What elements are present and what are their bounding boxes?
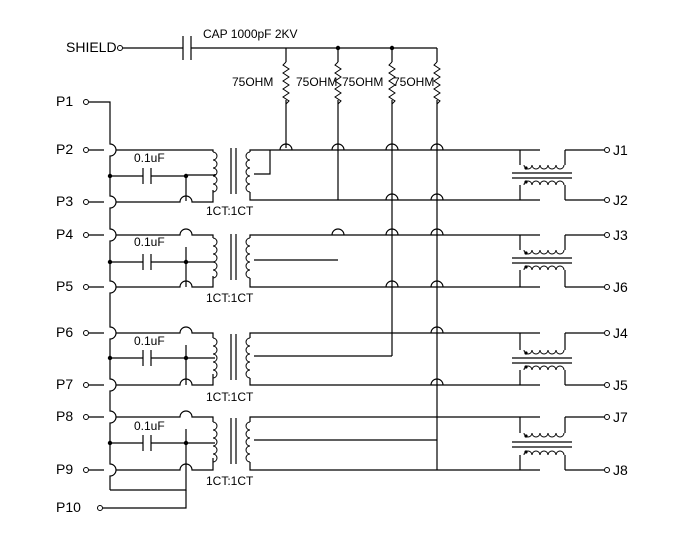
resistor-label-1: 75OHM [232, 75, 273, 89]
cap-label-2: 0.1uF [134, 235, 165, 249]
pin-label-j4: J4 [613, 325, 628, 341]
resistor-bank: 75OHM 75OHM 75OHM 75OHM [232, 48, 441, 470]
shield-section: SHIELD CAP 1000pF 2KV [66, 27, 437, 60]
pin-label-j5: J5 [613, 377, 628, 393]
resistor-4 [433, 61, 441, 105]
pin-label-j6: J6 [613, 279, 628, 295]
transformer-label-1: 1CT:1CT [206, 204, 254, 218]
pin-label-j2: J2 [613, 192, 628, 208]
pin-label-p8: P8 [56, 408, 73, 424]
right-pins: J1 J2 J3 J6 J4 J5 J7 J8 [604, 142, 628, 478]
output-chokes [512, 149, 604, 471]
transformer-label-3: 1CT:1CT [206, 390, 254, 404]
transformer-4: 1CT:1CT [206, 416, 540, 488]
pin-label-p7: P7 [56, 376, 73, 392]
left-pins: P1 P2 P3 P4 P5 P6 P7 P8 P9 P10 [56, 93, 103, 515]
transformer-3: 1CT:1CT [206, 332, 540, 404]
cap-label-1: 0.1uF [134, 151, 165, 165]
pin-label-j7: J7 [613, 409, 628, 425]
pin-label-p2: P2 [56, 141, 73, 157]
shield-capacitor-symbol [182, 36, 192, 60]
pin-label-p1: P1 [56, 93, 73, 109]
pin-label-j1: J1 [613, 142, 628, 158]
pin-label-p6: P6 [56, 324, 73, 340]
shield-cap-label: CAP 1000pF 2KV [203, 27, 298, 41]
resistor-2 [334, 61, 342, 105]
shield-label: SHIELD [66, 39, 117, 55]
resistor-3 [388, 61, 396, 105]
pin-label-p4: P4 [56, 226, 73, 242]
shield-terminal [117, 45, 123, 51]
pin-label-p10: P10 [56, 499, 81, 515]
pin-label-p5: P5 [56, 278, 73, 294]
pin-label-j8: J8 [613, 462, 628, 478]
pin-label-j3: J3 [613, 227, 628, 243]
cap-label-3: 0.1uF [134, 334, 165, 348]
resistor-label-3: 75OHM [342, 75, 383, 89]
cap-label-4: 0.1uF [134, 419, 165, 433]
pin-label-p3: P3 [56, 193, 73, 209]
transformer-1: 1CT:1CT [206, 148, 540, 218]
resistor-label-4: 75OHM [393, 75, 434, 89]
pin-label-p9: P9 [56, 461, 73, 477]
transformer-label-2: 1CT:1CT [206, 291, 254, 305]
resistor-1 [282, 61, 290, 105]
resistor-label-2: 75OHM [296, 75, 337, 89]
capacitor-rows: 0.1uF 0.1uF 0.1uF 0.1uF [103, 151, 216, 509]
transformer-label-4: 1CT:1CT [206, 474, 254, 488]
crossovers [279, 143, 444, 386]
transformers: 1CT:1CT 1CT:1CT 1CT:1CT 1CT:1CT [206, 148, 540, 488]
transformer-2: 1CT:1CT [206, 234, 540, 305]
